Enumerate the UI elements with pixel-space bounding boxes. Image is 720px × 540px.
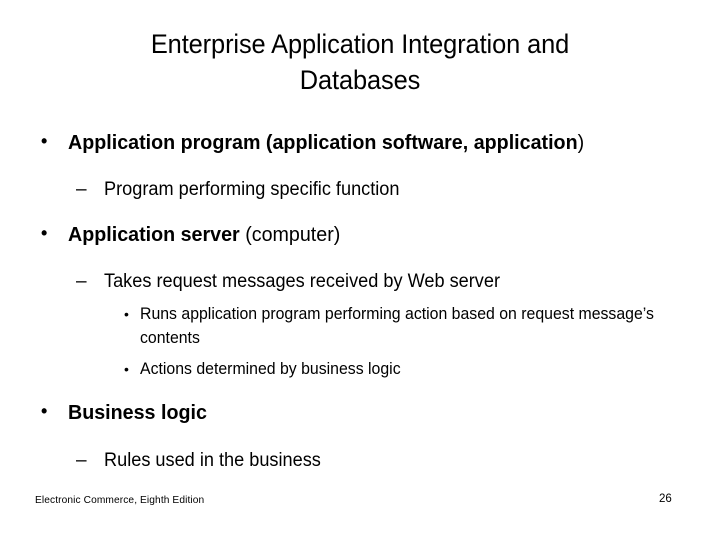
title-line-2: Databases <box>299 65 421 96</box>
bullet-marker-level2: – <box>76 179 87 201</box>
bullet-marker-level1: • <box>41 131 48 151</box>
title-line-1: Enterprise Application Integration and <box>150 29 570 59</box>
slide-body: • Application program (application softw… <box>0 128 720 478</box>
bullet-bold-synonym-1: application software <box>272 131 463 154</box>
bullet-bold-term: Application server <box>68 223 240 247</box>
bullet-marker-level2: – <box>76 449 87 471</box>
bullet-marker-level1: • <box>41 223 48 244</box>
bullet-level3-actions-determined: • Actions determined by business logic <box>0 358 720 382</box>
bullet-level2-program-performing: – Program performing specific function <box>0 177 720 204</box>
bullet-marker-level3: • <box>124 360 129 377</box>
bullet-marker-level1: • <box>41 401 48 422</box>
bullet-text: Application program (application softwar… <box>68 128 719 157</box>
spacer <box>0 159 720 169</box>
bullet-text: Program performing specific function <box>104 179 400 201</box>
footer-source-text: Electronic Commerce, Eighth Edition <box>35 494 205 506</box>
bullet-level3-runs-application-program: • Runs application program performing ac… <box>0 303 720 351</box>
bullet-bold-term: Business logic <box>68 401 207 425</box>
bullet-paren-open: ( <box>260 131 273 154</box>
bullet-text: Business logic <box>68 398 719 427</box>
bullet-text: Application server (computer) <box>68 220 719 249</box>
bullet-comma: , <box>462 131 474 154</box>
bullet-level1-application-server: • Application server (computer) <box>0 220 720 249</box>
bullet-text: Rules used in the business <box>104 449 321 471</box>
bullet-text: Runs application program performing acti… <box>140 305 654 347</box>
bullet-bold-term: Application program <box>68 131 261 154</box>
bullet-text: Takes request messages received by Web s… <box>104 271 501 293</box>
spacer <box>0 208 720 220</box>
footer-page-number: 26 <box>659 493 672 505</box>
page-title: Enterprise Application Integration and D… <box>59 26 661 98</box>
bullet-bold-synonym-2: application <box>473 131 578 154</box>
bullet-level2-rules-used-in-business: – Rules used in the business <box>0 448 720 475</box>
bullet-level1-business-logic: • Business logic <box>0 398 720 427</box>
bullet-level2-takes-request-messages: – Takes request messages received by Web… <box>0 269 720 296</box>
spacer <box>0 251 720 261</box>
bullet-regular-gloss: (computer) <box>239 223 341 247</box>
bullet-text: Actions determined by business logic <box>140 359 401 378</box>
bullet-level1-application-program: • Application program (application softw… <box>0 128 720 157</box>
bullet-marker-level2: – <box>76 271 87 293</box>
bullet-paren-close: ) <box>577 131 585 154</box>
spacer <box>0 382 720 398</box>
bullet-marker-level3: • <box>124 306 129 323</box>
spacer <box>0 430 720 440</box>
